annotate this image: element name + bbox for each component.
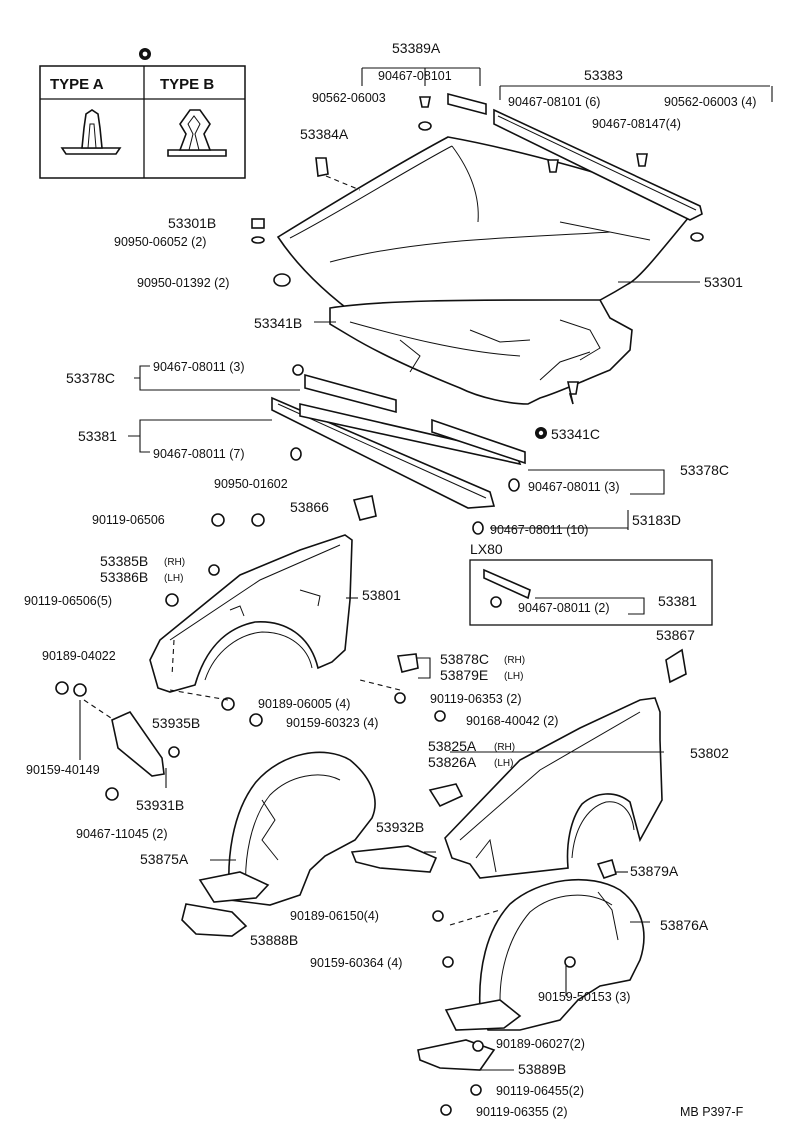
label-53301: 53301: [704, 274, 743, 290]
label-53383: 53383: [584, 67, 623, 83]
label-53878C: 53878C: [440, 651, 489, 667]
label-53384A: 53384A: [300, 126, 349, 142]
label-90189-06005-4: 90189-06005 (4): [258, 697, 350, 711]
part-labels: 53389A 90467-08101 90562-06003 53383 904…: [24, 40, 756, 1119]
clip-type-legend: TYPE A TYPE B: [39, 48, 246, 179]
label-90189-04022: 90189-04022: [42, 649, 116, 663]
label-53866: 53866: [290, 499, 329, 515]
label-90159-50153-3: 90159-50153 (3): [538, 990, 630, 1004]
label-53378C-b: 53378C: [680, 462, 729, 478]
footer-code: MB P397-F: [680, 1105, 744, 1119]
left-fender-liner: [198, 751, 376, 906]
type-b-clip-icon: [167, 109, 227, 157]
label-53301B: 53301B: [168, 215, 216, 231]
label-90467-08011-2: 90467-08011 (2): [518, 601, 610, 615]
type-b-label: TYPE B: [160, 76, 214, 93]
label-90168-40042-2: 90168-40042 (2): [466, 714, 558, 728]
label-90189-06150-4: 90189-06150(4): [290, 909, 379, 923]
label-53932B: 53932B: [376, 819, 424, 835]
seal-retainer-53389A: [447, 92, 487, 116]
hood-rear-seal: [493, 108, 703, 221]
label-90950-01392-2: 90950-01392 (2): [137, 276, 229, 290]
hood-inner-panel: [329, 299, 633, 405]
label-53879E: 53879E: [440, 667, 488, 683]
label-53389A: 53389A: [392, 40, 441, 56]
label-53341C: 53341C: [551, 426, 600, 442]
label-53386B-lh: (LH): [164, 573, 183, 584]
label-53889B: 53889B: [518, 1061, 566, 1077]
label-90159-60323-4: 90159-60323 (4): [286, 716, 378, 730]
lx80-inset: [469, 559, 713, 626]
label-53879E-lh: (LH): [504, 671, 523, 682]
label-90119-06506-5: 90119-06506(5): [24, 594, 112, 608]
label-90189-06027-2: 90189-06027(2): [496, 1037, 585, 1051]
label-53378C-a: 53378C: [66, 370, 115, 386]
right-front-fender: [444, 697, 663, 879]
label-53385B-rh: (RH): [164, 557, 185, 568]
label-53385B: 53385B: [100, 553, 148, 569]
label-90119-06455-2: 90119-06455(2): [496, 1084, 584, 1098]
label-90159-40149: 90159-40149: [26, 763, 100, 777]
label-90950-06052-2: 90950-06052 (2): [114, 235, 206, 249]
label-53876A: 53876A: [660, 917, 709, 933]
label-53341B: 53341B: [254, 315, 302, 331]
label-53826A: 53826A: [428, 754, 477, 770]
label-53875A: 53875A: [140, 851, 189, 867]
label-53802: 53802: [690, 745, 729, 761]
label-90467-08147-4: 90467-08147(4): [592, 117, 681, 131]
leader-lines: [79, 67, 773, 1071]
label-53183D: 53183D: [632, 512, 681, 528]
label-53826A-lh: (LH): [494, 758, 513, 769]
fasteners: [55, 513, 576, 1116]
cowl-seal-strips: [271, 364, 526, 535]
label-53386B: 53386B: [100, 569, 148, 585]
label-53935B: 53935B: [152, 715, 200, 731]
label-53825A-rh: (RH): [494, 742, 515, 753]
label-90467-08101-a: 90467-08101: [378, 69, 452, 83]
label-lx80: LX80: [470, 541, 503, 557]
label-53888B: 53888B: [250, 932, 298, 948]
hood-small-parts: [251, 96, 704, 439]
label-90467-11045-2: 90467-11045 (2): [76, 827, 168, 841]
label-53931B: 53931B: [136, 797, 184, 813]
left-front-fender: [149, 534, 353, 693]
right-fender-liner: [444, 878, 645, 1031]
label-90119-06355-2: 90119-06355 (2): [476, 1105, 568, 1119]
label-53867: 53867: [656, 627, 695, 643]
label-53381-a: 53381: [78, 428, 117, 444]
label-90562-06003: 90562-06003: [312, 91, 386, 105]
label-53381-b: 53381: [658, 593, 697, 609]
label-90467-08011-10: 90467-08011 (10): [490, 523, 588, 537]
type-a-label: TYPE A: [50, 76, 104, 93]
non-reusable-part-icon: [139, 48, 151, 60]
label-90467-08101-6: 90467-08101 (6): [508, 95, 600, 109]
label-90119-06353-2: 90119-06353 (2): [430, 692, 522, 706]
label-53878C-rh: (RH): [504, 655, 525, 666]
label-90119-06506: 90119-06506: [92, 513, 165, 527]
label-90159-60364-4: 90159-60364 (4): [310, 956, 402, 970]
label-53801: 53801: [362, 587, 401, 603]
label-90562-06003-4: 90562-06003 (4): [664, 95, 756, 109]
label-53825A: 53825A: [428, 738, 477, 754]
label-90950-01602: 90950-01602: [214, 477, 288, 491]
label-90467-08011-3b: 90467-08011 (3): [528, 480, 620, 494]
label-90467-08011-7: 90467-08011 (7): [153, 447, 245, 461]
label-53879A: 53879A: [630, 863, 679, 879]
type-a-clip-icon: [60, 109, 122, 155]
label-90467-08011-3a: 90467-08011 (3): [153, 360, 245, 374]
